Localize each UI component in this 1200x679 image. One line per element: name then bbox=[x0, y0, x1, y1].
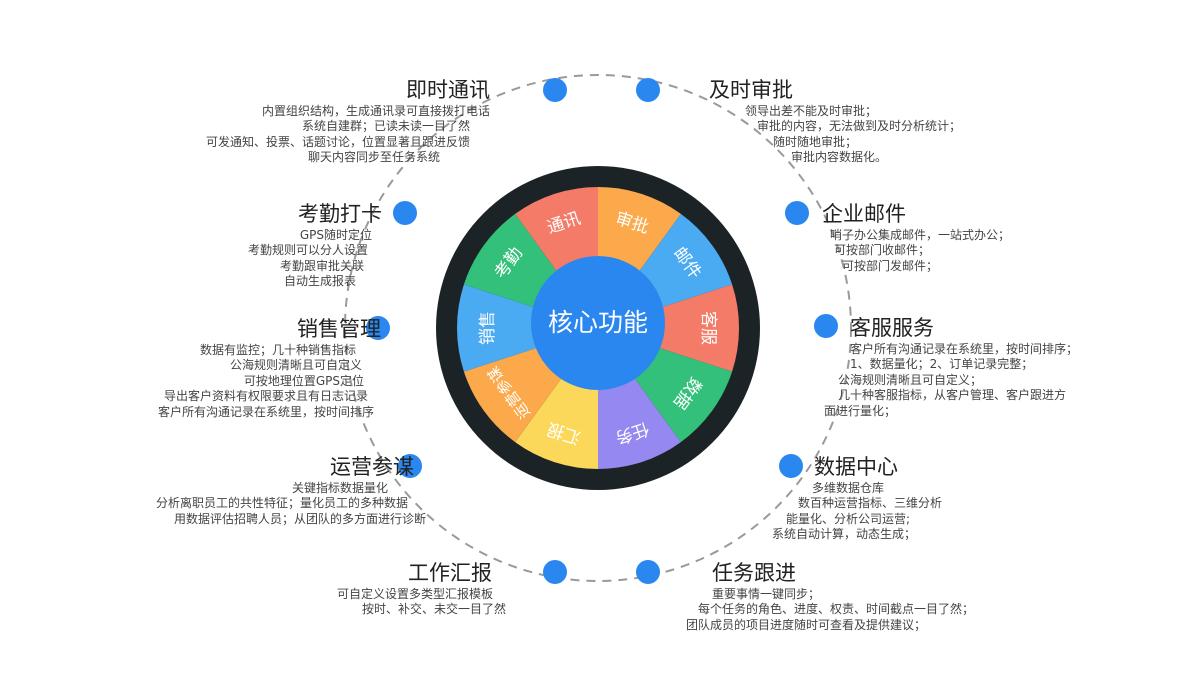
feature-desc: 数据有监控；几十种销售指标 公海规则清晰且可自定义 可按地理位置GPS定位 导出… bbox=[158, 343, 374, 420]
connector-dots bbox=[366, 78, 838, 584]
desc-line: 可自定义设置多类型汇报模板 bbox=[336, 587, 493, 601]
desc-line: 用数据评估招聘人员；从团队的多方面进行诊断 bbox=[173, 511, 426, 526]
desc-line: 审批的内容，无法做到及时分析统计； bbox=[757, 119, 962, 134]
feature-title: 即时通讯 bbox=[406, 78, 490, 102]
feature-title: 客服服务 bbox=[850, 316, 934, 340]
desc-line: 可按地理位置GPS定位 bbox=[243, 373, 364, 388]
desc-line: 审批内容数据化。 bbox=[791, 150, 888, 165]
connector-dot-data bbox=[779, 454, 803, 478]
feature-desc: 关键指标数据量化 分析离职员工的共性特征；量化员工的多种数据 用数据评估招聘人员… bbox=[156, 481, 426, 527]
desc-line: 考勤规则可以分人设置 bbox=[247, 243, 368, 258]
desc-line: 客户所有沟通记录在系统里，按时间排序； bbox=[850, 342, 1079, 356]
desc-line: 数百种运营指标、三维分析 bbox=[798, 496, 943, 511]
feature-task: 任务跟进 重要事情一键同步； 每个任务的角色、进度、权责、时间截点一目了然； 团… bbox=[686, 559, 974, 633]
connector-dot-mail bbox=[785, 201, 809, 225]
desc-line: 数据有监控；几十种销售指标 bbox=[199, 343, 356, 357]
desc-line: 几十种客服指标，从客户管理、客户跟进方 bbox=[838, 388, 1067, 403]
desc-line: 考勤跟审批关联 bbox=[279, 258, 364, 273]
center-label: 核心功能 bbox=[548, 308, 648, 337]
connector-dot-service bbox=[814, 314, 838, 338]
feature-im: 即时通讯 内置组织结构，生成通讯录可直接拨打电话 系统自建群；已读未读一目了然 … bbox=[206, 76, 490, 166]
wheel-segment bbox=[456, 284, 598, 372]
desc-line: 重要事情一键同步； bbox=[712, 587, 821, 601]
feature-operations: 运营参谋 关键指标数据量化 分析离职员工的共性特征；量化员工的多种数据 用数据评… bbox=[156, 453, 426, 527]
desc-line: 领导出差不能及时审批； bbox=[745, 104, 878, 118]
desc-line: 可按部门收邮件； bbox=[834, 243, 931, 258]
feature-title: 及时审批 bbox=[709, 78, 793, 102]
feature-desc: 内置组织结构，生成通讯录可直接拨打电话 系统自建群；已读未读一目了然 可发通知、… bbox=[206, 104, 490, 166]
feature-desc: 哨子办公集成邮件，一站式办公； 可按部门收邮件； 可按部门发邮件； bbox=[830, 228, 1010, 274]
desc-line: 公海规则清晰且可自定义 bbox=[229, 358, 362, 373]
desc-line: 每个任务的角色、进度、权责、时间截点一目了然； bbox=[698, 602, 975, 617]
desc-line: 公海规则清晰且可自定义； bbox=[838, 372, 983, 387]
feature-mail: 企业邮件 哨子办公集成邮件，一站式办公； 可按部门收邮件； 可按部门发邮件； bbox=[822, 200, 1010, 274]
feature-title: 工作汇报 bbox=[408, 561, 492, 585]
feature-title: 企业邮件 bbox=[822, 202, 906, 226]
connector-dot-im bbox=[543, 78, 567, 102]
connector-dot-report bbox=[543, 560, 567, 584]
desc-line: 内置组织结构，生成通讯录可直接拨打电话 bbox=[261, 104, 490, 118]
feature-data: 数据中心 多维数据仓库 数百种运营指标、三维分析 能量化、分析公司运营; 系统自… bbox=[772, 453, 942, 543]
desc-line: 分析离职员工的共性特征；量化员工的多种数据 bbox=[155, 496, 408, 511]
wheel-segment bbox=[598, 284, 740, 372]
desc-line: 1、数据量化；2、订单记录完整； bbox=[850, 357, 1034, 372]
wheel-segment-label: 销售 bbox=[478, 311, 498, 345]
feature-desc: GPS随时定位 考勤规则可以分人设置 考勤跟审批关联 自动生成报表 bbox=[248, 228, 382, 290]
desc-line: 关键指标数据量化 bbox=[291, 481, 388, 495]
feature-title: 销售管理 bbox=[297, 317, 381, 341]
desc-line: 能量化、分析公司运营; bbox=[786, 511, 911, 526]
feature-approval: 及时审批 领导出差不能及时审批； 审批的内容，无法做到及时分析统计； 随时随地审… bbox=[709, 76, 961, 166]
dashed-ring bbox=[344, 74, 852, 582]
desc-line: 可按部门发邮件； bbox=[842, 258, 939, 273]
desc-line: GPS随时定位 bbox=[299, 228, 372, 242]
connector-dot-sales bbox=[366, 316, 390, 340]
feature-title: 任务跟进 bbox=[712, 561, 796, 585]
desc-line: 随时随地审批； bbox=[773, 134, 858, 149]
feature-title: 考勤打卡 bbox=[298, 202, 382, 226]
desc-line: 团队成员的项目进度随时可查看及提供建议； bbox=[686, 617, 927, 632]
feature-title: 数据中心 bbox=[814, 455, 898, 479]
connector-dot-task bbox=[636, 560, 660, 584]
desc-line: 面进行量化； bbox=[824, 403, 897, 418]
feature-desc: 领导出差不能及时审批； 审批的内容，无法做到及时分析统计； 随时随地审批； 审批… bbox=[745, 104, 961, 166]
feature-service: 客服服务 客户所有沟通记录在系统里，按时间排序； 1、数据量化；2、订单记录完整… bbox=[824, 314, 1078, 419]
feature-title: 运营参谋 bbox=[330, 455, 414, 479]
feature-sales: 销售管理 数据有监控；几十种销售指标 公海规则清晰且可自定义 可按地理位置GPS… bbox=[158, 315, 381, 420]
desc-line: 聊天内容同步至任务系统 bbox=[307, 150, 440, 165]
center-hub bbox=[531, 256, 665, 390]
desc-line: 可发通知、投票、话题讨论，位置显著且跟进反馈 bbox=[205, 134, 470, 149]
feature-desc: 可自定义设置多类型汇报模板 按时、补交、未交一目了然 bbox=[337, 587, 506, 618]
connector-dot-attendance bbox=[393, 201, 417, 225]
desc-line: 哨子办公集成邮件，一站式办公； bbox=[830, 228, 1011, 242]
desc-line: 自动生成报表 bbox=[283, 274, 356, 289]
desc-line: 系统自动计算，动态生成； bbox=[772, 527, 917, 542]
feature-attendance: 考勤打卡 GPS随时定位 考勤规则可以分人设置 考勤跟审批关联 自动生成报表 bbox=[248, 200, 382, 290]
desc-line: 系统自建群；已读未读一目了然 bbox=[301, 119, 470, 134]
desc-line: 按时、补交、未交一目了然 bbox=[361, 602, 506, 617]
desc-line: 导出客户资料有权限要求且有日志记录 bbox=[163, 389, 368, 404]
wheel-segment-label: 客服 bbox=[698, 311, 718, 345]
feature-desc: 重要事情一键同步； 每个任务的角色、进度、权责、时间截点一目了然； 团队成员的项… bbox=[686, 587, 974, 633]
feature-desc: 多维数据仓库 数百种运营指标、三维分析 能量化、分析公司运营; 系统自动计算，动… bbox=[772, 481, 942, 543]
connector-dot-operations bbox=[398, 454, 422, 478]
desc-line: 客户所有沟通记录在系统里，按时间排序 bbox=[157, 404, 374, 419]
feature-report: 工作汇报 可自定义设置多类型汇报模板 按时、补交、未交一目了然 bbox=[337, 559, 506, 618]
feature-desc: 客户所有沟通记录在系统里，按时间排序； 1、数据量化；2、订单记录完整； 公海规… bbox=[824, 342, 1078, 419]
desc-line: 多维数据仓库 bbox=[812, 481, 885, 495]
connector-dot-approval bbox=[636, 78, 660, 102]
